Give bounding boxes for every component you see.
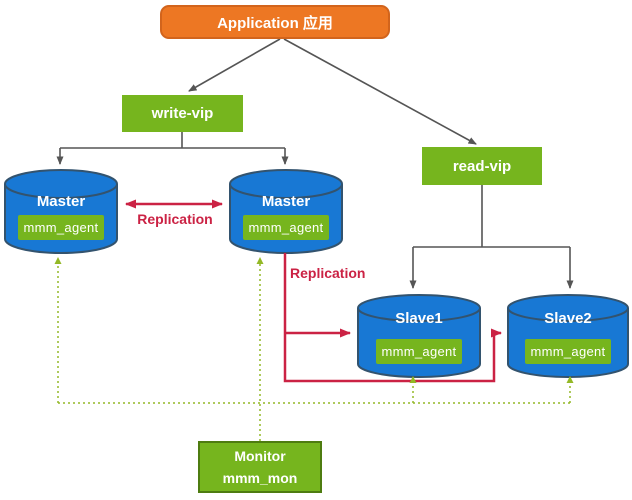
- slave2-title: Slave2: [544, 310, 592, 327]
- slave2-cylinder: [507, 294, 629, 378]
- monitor-title: Monitor: [234, 448, 286, 465]
- replication-slaves-label: Replication: [290, 265, 366, 281]
- slave1-title: Slave1: [395, 310, 443, 327]
- read-vip-label: read-vip: [452, 157, 512, 175]
- replication-masters-label: Replication: [137, 211, 213, 227]
- edge-app-to-readvip: [283, 38, 477, 145]
- slave2-agent-chip: mmm_agent: [525, 339, 611, 364]
- write-vip-node: write-vip: [122, 95, 243, 132]
- master1-title: Master: [36, 193, 86, 210]
- monitor-node: Monitor mmm_mon: [198, 441, 322, 493]
- master1-agent-chip: mmm_agent: [18, 215, 104, 240]
- edge-app-to-writevip: [188, 38, 281, 92]
- master2-agent-chip: mmm_agent: [243, 215, 329, 240]
- write-vip-label: write-vip: [151, 105, 214, 122]
- edge-readvip-split: [413, 185, 570, 248]
- read-vip-node: read-vip: [422, 147, 542, 185]
- master2-cylinder: [229, 169, 343, 254]
- master1-cylinder: [4, 169, 118, 254]
- slave1-cylinder: [357, 294, 481, 378]
- edge-writevip-split: [60, 132, 285, 149]
- edge-replication-master2-slave2: [283, 253, 502, 383]
- slave1-agent-chip: mmm_agent: [376, 339, 462, 364]
- monitor-subtitle: mmm_mon: [222, 469, 298, 486]
- application-node: Application 应用: [160, 5, 390, 39]
- master2-title: Master: [261, 193, 311, 210]
- application-label: Application 应用: [217, 14, 333, 32]
